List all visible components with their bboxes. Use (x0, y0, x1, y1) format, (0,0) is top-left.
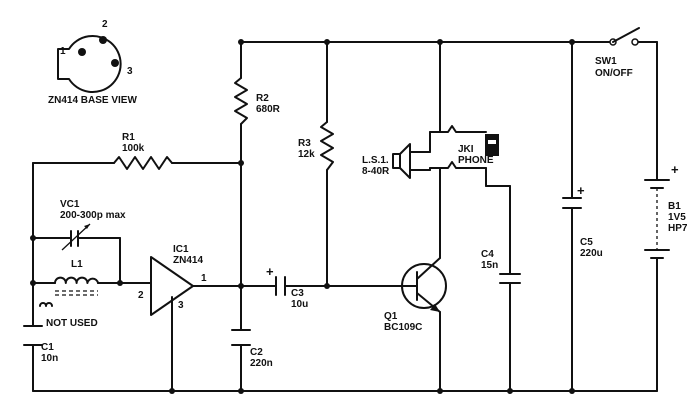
l1-ref: L1 (71, 259, 83, 270)
resistor-r2: R2 680R (234, 77, 281, 125)
sw1-value: ON/OFF (595, 68, 633, 79)
r3-value: 12k (298, 149, 315, 160)
b1-type: HP7 (668, 223, 688, 234)
c3-value: 10u (291, 299, 308, 310)
resistor-r1: R1 100k (113, 132, 173, 170)
base-pin-1-label: 1 (60, 46, 66, 57)
transistor-q1: Q1 BC109C (384, 257, 447, 333)
b1-ref: B1 (668, 201, 681, 212)
r2-value: 680R (256, 104, 281, 115)
c3-plus: + (266, 264, 274, 279)
base-pin-3-label: 3 (127, 66, 133, 77)
capacitor-c3: + C3 10u (266, 264, 308, 310)
wiring (32, 41, 658, 392)
base-pin-2-label: 2 (102, 19, 108, 30)
b1-value: 1V5 (668, 212, 686, 223)
not-used-label: NOT USED (46, 318, 98, 329)
ic1-zn414: IC1 ZN414 1 2 3 (138, 244, 207, 316)
jk1-value: PHONE (458, 155, 494, 166)
c4-ref: C4 (481, 249, 494, 260)
capacitor-c1: C1 10n (23, 325, 58, 364)
ls1-ref: L.S.1. (362, 155, 389, 166)
ic1-pin3-label: 3 (178, 300, 184, 311)
ic1-value: ZN414 (173, 255, 203, 266)
jk1-ref: JKI (458, 144, 474, 155)
b1-plus: + (671, 162, 679, 177)
ic1-pin2-label: 2 (138, 290, 144, 301)
ic1-ref: IC1 (173, 244, 189, 255)
r3-ref: R3 (298, 138, 311, 149)
inductor-l1: L1 (54, 259, 99, 296)
junctions (30, 39, 575, 394)
zn414-base-view: 1 2 3 ZN414 BASE VIEW (48, 19, 137, 106)
ls1-value: 8-40R (362, 166, 390, 177)
loudspeaker-ls1: L.S.1. 8-40R (362, 131, 441, 179)
c5-ref: C5 (580, 237, 593, 248)
q1-ref: Q1 (384, 311, 398, 322)
c5-value: 220u (580, 248, 603, 259)
sw1-ref: SW1 (595, 56, 617, 67)
capacitor-c2: C2 220n (231, 329, 273, 369)
c2-ref: C2 (250, 347, 263, 358)
r1-ref: R1 (122, 132, 135, 143)
c3-ref: C3 (291, 288, 304, 299)
capacitor-c5: + C5 220u (562, 183, 603, 259)
vc1-value: 200-300p max (60, 210, 126, 221)
vc1-ref: VC1 (60, 199, 80, 210)
c2-value: 220n (250, 358, 273, 369)
unused-coil: NOT USED (39, 302, 98, 329)
switch-sw1: SW1 ON/OFF (595, 27, 640, 79)
r1-value: 100k (122, 143, 145, 154)
c4-value: 15n (481, 260, 498, 271)
base-view-caption: ZN414 BASE VIEW (48, 95, 137, 106)
capacitor-vc1: VC1 200-300p max (60, 199, 126, 251)
battery-b1: + B1 1V5 HP7 (644, 162, 688, 259)
capacitor-c4: C4 15n (481, 249, 521, 284)
jack-jk1: JKI PHONE (429, 125, 499, 187)
c5-plus: + (577, 183, 585, 198)
c1-value: 10n (41, 353, 58, 364)
ic1-pin1-label: 1 (201, 273, 207, 284)
c1-ref: C1 (41, 342, 54, 353)
r2-ref: R2 (256, 93, 269, 104)
resistor-r3: R3 12k (298, 121, 334, 171)
q1-value: BC109C (384, 322, 422, 333)
